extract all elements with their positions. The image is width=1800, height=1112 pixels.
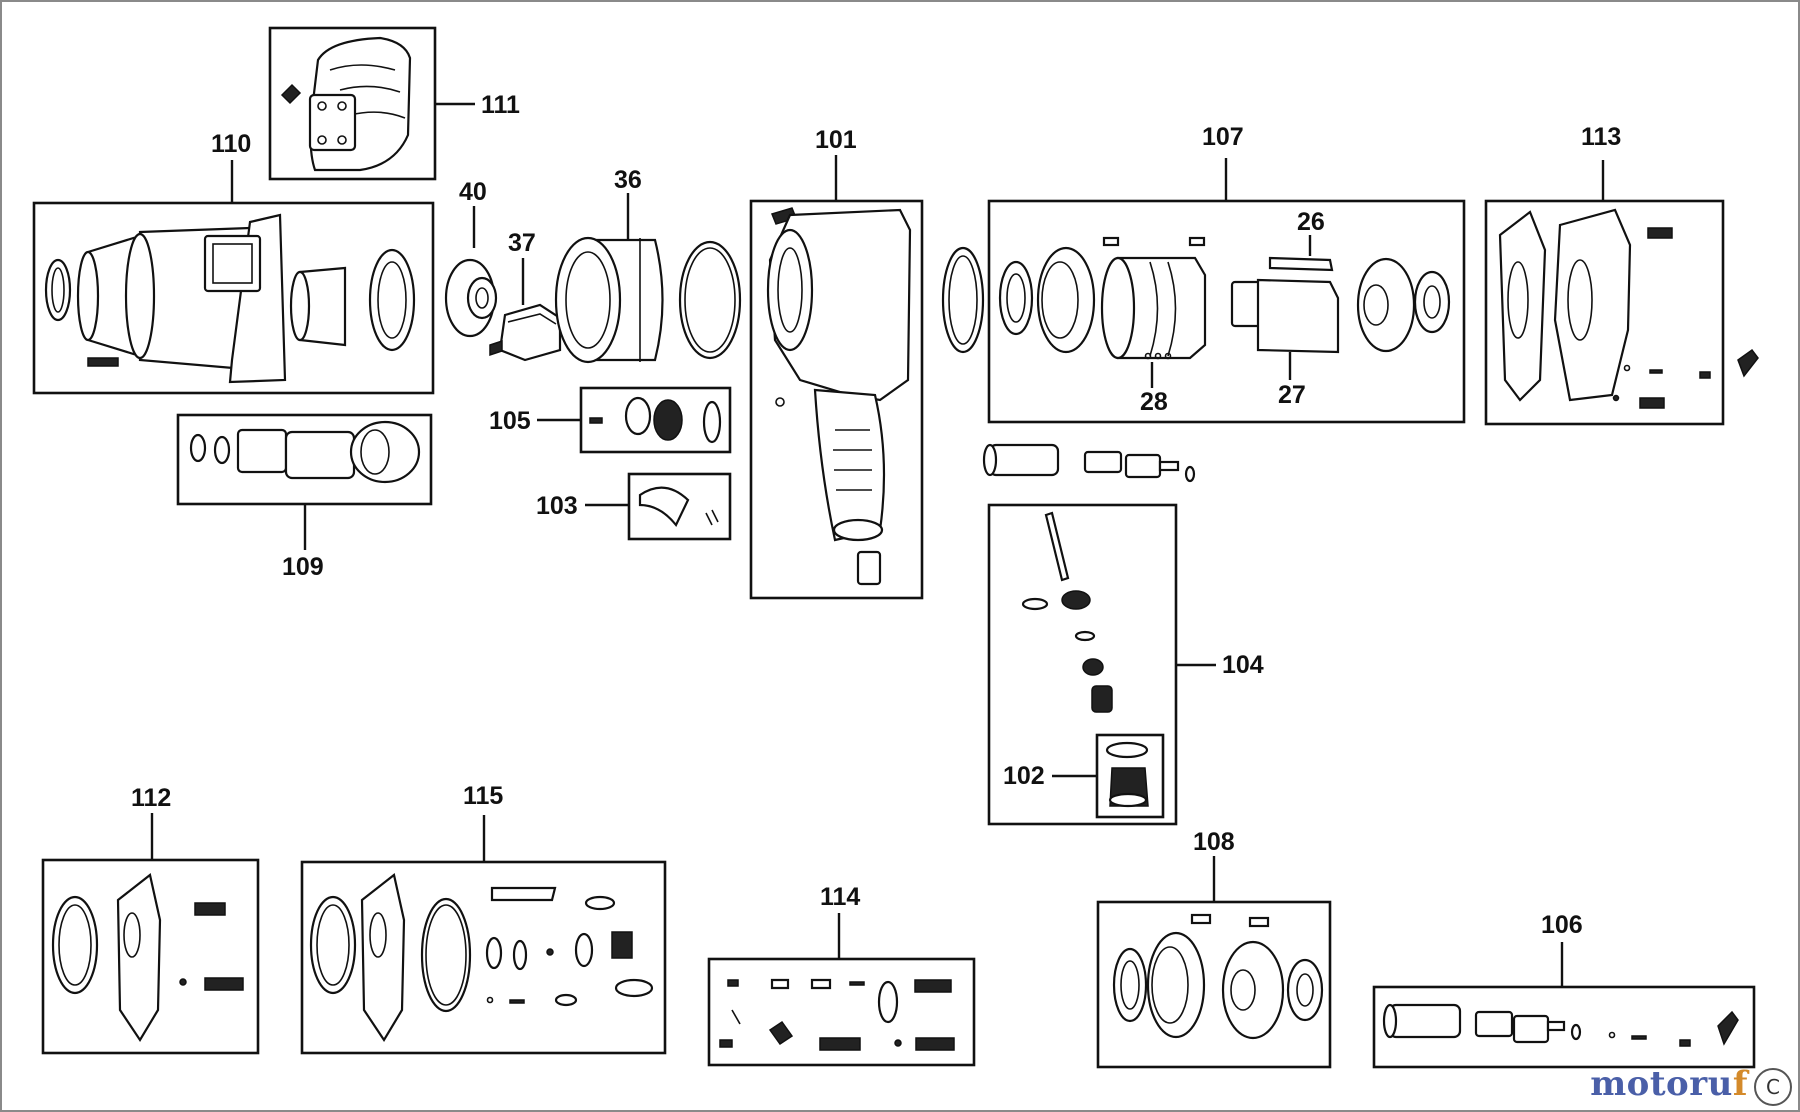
label-37: 37 <box>508 229 536 257</box>
kit-115[interactable] <box>300 815 667 1055</box>
label-114: 114 <box>820 883 860 911</box>
part-40[interactable] <box>444 206 498 338</box>
part-36[interactable] <box>554 193 742 364</box>
label-36: 36 <box>614 166 642 194</box>
kit-109[interactable] <box>176 413 433 550</box>
label-27: 27 <box>1278 381 1306 409</box>
kit-112[interactable] <box>41 813 260 1055</box>
kit-108[interactable] <box>1096 856 1332 1069</box>
kit-114[interactable] <box>707 913 976 1067</box>
label-110: 110 <box>211 130 251 158</box>
label-107: 107 <box>1202 123 1244 151</box>
kit-101[interactable] <box>749 155 985 600</box>
kit-102[interactable] <box>1052 733 1165 819</box>
kit-105[interactable] <box>537 386 732 454</box>
brand-watermark: motoruf <box>1590 1064 1748 1104</box>
label-101: 101 <box>815 126 857 154</box>
kit-113[interactable] <box>1484 160 1759 426</box>
label-111: 111 <box>481 91 520 119</box>
label-103: 103 <box>536 492 578 520</box>
kit-110[interactable] <box>32 160 435 395</box>
label-105: 105 <box>489 407 531 435</box>
loose-parts-104[interactable] <box>982 443 1196 483</box>
label-113: 113 <box>1581 123 1621 151</box>
label-104: 104 <box>1222 651 1264 679</box>
kit-104[interactable] <box>987 503 1216 826</box>
kit-103[interactable] <box>585 472 732 541</box>
kit-111[interactable] <box>268 26 475 181</box>
kit-107[interactable] <box>987 158 1466 424</box>
label-28: 28 <box>1140 388 1168 416</box>
label-115: 115 <box>463 782 503 810</box>
label-109: 109 <box>282 553 324 581</box>
part-37[interactable] <box>489 258 562 362</box>
label-26: 26 <box>1297 208 1325 236</box>
label-112: 112 <box>131 784 171 812</box>
label-40: 40 <box>459 178 487 206</box>
label-102: 102 <box>1003 762 1045 790</box>
label-108: 108 <box>1193 828 1235 856</box>
copyright-mark: C <box>1754 1068 1792 1106</box>
label-106: 106 <box>1541 911 1583 939</box>
kit-106[interactable] <box>1372 942 1756 1069</box>
